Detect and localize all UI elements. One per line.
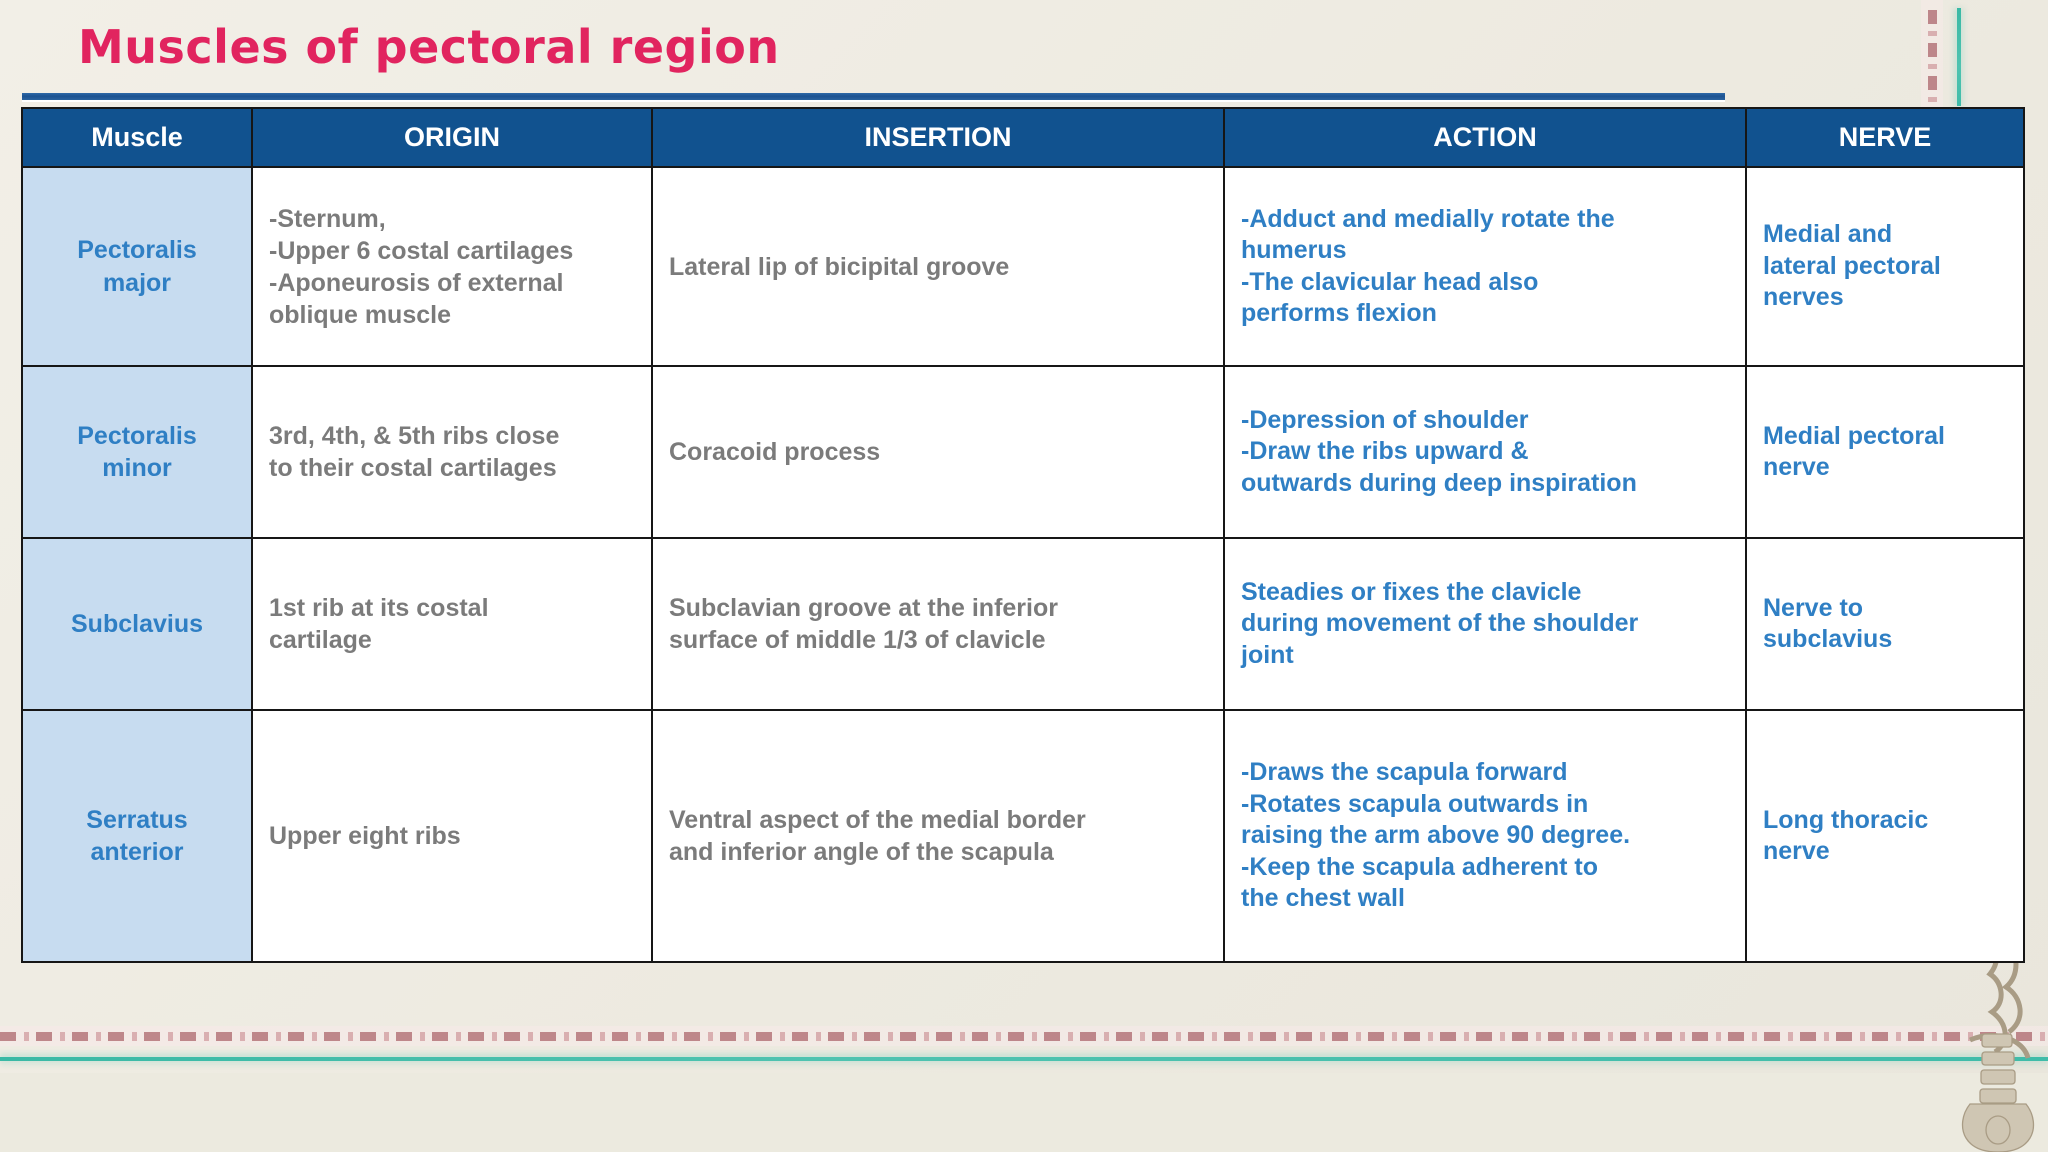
cell-insertion: Lateral lip of bicipital groove bbox=[651, 166, 1225, 367]
text-line: to their costal cartilages bbox=[269, 454, 557, 482]
text-line: -Aponeurosis of external bbox=[269, 268, 564, 297]
text-line: joint bbox=[1241, 640, 1294, 669]
text-line: -Adduct and medially rotate the bbox=[1241, 204, 1615, 233]
text-line: Medial and bbox=[1763, 220, 1893, 249]
text-line: humerus bbox=[1241, 236, 1347, 264]
teal-rule-vertical bbox=[1957, 8, 1961, 106]
text-line: Subclavian groove at the inferior bbox=[669, 594, 1058, 622]
text-line: -Draws the scapula forward bbox=[1241, 758, 1568, 787]
table-row: Subclavius 1st rib at its costal cartila… bbox=[21, 537, 2025, 711]
cell-action: -Depression of shoulder -Draw the ribs u… bbox=[1223, 365, 1747, 539]
text-line: Ventral aspect of the medial border bbox=[669, 806, 1086, 834]
text-line: cartilage bbox=[269, 626, 372, 654]
text-line: surface of middle 1/3 of clavicle bbox=[669, 626, 1046, 654]
column-header-nerve: NERVE bbox=[1745, 107, 2025, 168]
dashed-border-horizontal bbox=[0, 1032, 2048, 1041]
text-line: lateral pectoral bbox=[1763, 251, 1941, 280]
cell-action: -Adduct and medially rotate the humerus … bbox=[1223, 166, 1747, 367]
dashed-border-vertical bbox=[1928, 10, 1937, 105]
cell-muscle-name: Serratus anterior bbox=[21, 709, 253, 963]
cell-origin: 3rd, 4th, & 5th ribs close to their cost… bbox=[251, 365, 653, 539]
cell-insertion: Subclavian groove at the inferior surfac… bbox=[651, 537, 1225, 711]
text-line: 1st rib at its costal bbox=[269, 594, 489, 622]
text-line: Medial pectoral bbox=[1763, 421, 1945, 450]
text-line: nerve bbox=[1763, 453, 1830, 481]
text-line: raising the arm above 90 degree. bbox=[1241, 821, 1631, 850]
text-line: -Keep the scapula adherent to bbox=[1241, 852, 1599, 881]
text-line: and inferior angle of the scapula bbox=[669, 838, 1054, 866]
cell-nerve: Long thoracic nerve bbox=[1745, 709, 2025, 963]
text-line: Upper eight ribs bbox=[269, 822, 461, 850]
text-line: subclavius bbox=[1763, 625, 1893, 653]
cell-action: -Draws the scapula forward -Rotates scap… bbox=[1223, 709, 1747, 963]
text-line: -The clavicular head also bbox=[1241, 267, 1539, 296]
text-line: Nerve to bbox=[1763, 593, 1864, 622]
cell-nerve: Medial pectoral nerve bbox=[1745, 365, 2025, 539]
text-line: performs flexion bbox=[1241, 299, 1437, 327]
cell-muscle-name: Subclavius bbox=[21, 537, 253, 711]
cell-origin: -Sternum, -Upper 6 costal cartilages -Ap… bbox=[251, 166, 653, 367]
cell-action: Steadies or fixes the clavicle during mo… bbox=[1223, 537, 1747, 711]
text-line: nerve bbox=[1763, 837, 1830, 865]
cell-origin: 1st rib at its costal cartilage bbox=[251, 537, 653, 711]
column-header-insertion: INSERTION bbox=[651, 107, 1225, 168]
column-header-action: ACTION bbox=[1223, 107, 1747, 168]
text-line: Steadies or fixes the clavicle bbox=[1241, 577, 1582, 606]
text-line: major bbox=[102, 268, 172, 297]
text-line: minor bbox=[102, 454, 172, 482]
text-line: -Depression of shoulder bbox=[1241, 405, 1529, 434]
table-header-row: Muscle ORIGIN INSERTION ACTION NERVE bbox=[21, 107, 2025, 168]
text-line: -Sternum, bbox=[269, 204, 386, 233]
cell-nerve: Nerve to subclavius bbox=[1745, 537, 2025, 711]
table-row: Serratus anterior Upper eight ribs Ventr… bbox=[21, 709, 2025, 963]
text-line: nerves bbox=[1763, 283, 1844, 312]
text-line: Pectoralis bbox=[77, 236, 197, 264]
cell-muscle-name: Pectoralis major bbox=[21, 166, 253, 367]
column-header-origin: ORIGIN bbox=[251, 107, 653, 168]
text-line: 3rd, 4th, & 5th ribs close bbox=[269, 422, 560, 450]
muscles-table: Muscle ORIGIN INSERTION ACTION NERVE Pec… bbox=[21, 107, 2025, 963]
cell-insertion: Coracoid process bbox=[651, 365, 1225, 539]
cell-insertion: Ventral aspect of the medial border and … bbox=[651, 709, 1225, 963]
column-header-muscle: Muscle bbox=[21, 107, 253, 168]
text-line: Serratus bbox=[86, 805, 188, 834]
title-underline bbox=[22, 93, 1725, 102]
text-line: Subclavius bbox=[71, 609, 203, 638]
table-row: Pectoralis major -Sternum, -Upper 6 cost… bbox=[21, 166, 2025, 367]
text-line: Pectoralis bbox=[77, 421, 197, 450]
text-line: -Draw the ribs upward & bbox=[1241, 437, 1529, 466]
bottom-band bbox=[0, 1073, 2048, 1152]
text-line: Lateral lip of bicipital groove bbox=[669, 252, 1010, 281]
page-title: Muscles of pectoral region bbox=[78, 20, 780, 74]
text-line: -Upper 6 costal cartilages bbox=[269, 236, 574, 265]
text-line: the chest wall bbox=[1241, 884, 1405, 913]
teal-rule-horizontal bbox=[0, 1057, 2048, 1061]
text-line: outwards during deep inspiration bbox=[1241, 468, 1637, 497]
text-line: Coracoid process bbox=[669, 438, 881, 466]
text-line: anterior bbox=[90, 838, 184, 866]
text-line: -Rotates scapula outwards in bbox=[1241, 789, 1589, 818]
cell-nerve: Medial and lateral pectoral nerves bbox=[1745, 166, 2025, 367]
table-row: Pectoralis minor 3rd, 4th, & 5th ribs cl… bbox=[21, 365, 2025, 539]
cell-muscle-name: Pectoralis minor bbox=[21, 365, 253, 539]
text-line: during movement of the shoulder bbox=[1241, 609, 1639, 638]
text-line: Long thoracic bbox=[1763, 805, 1929, 834]
text-line: oblique muscle bbox=[269, 300, 451, 329]
cell-origin: Upper eight ribs bbox=[251, 709, 653, 963]
